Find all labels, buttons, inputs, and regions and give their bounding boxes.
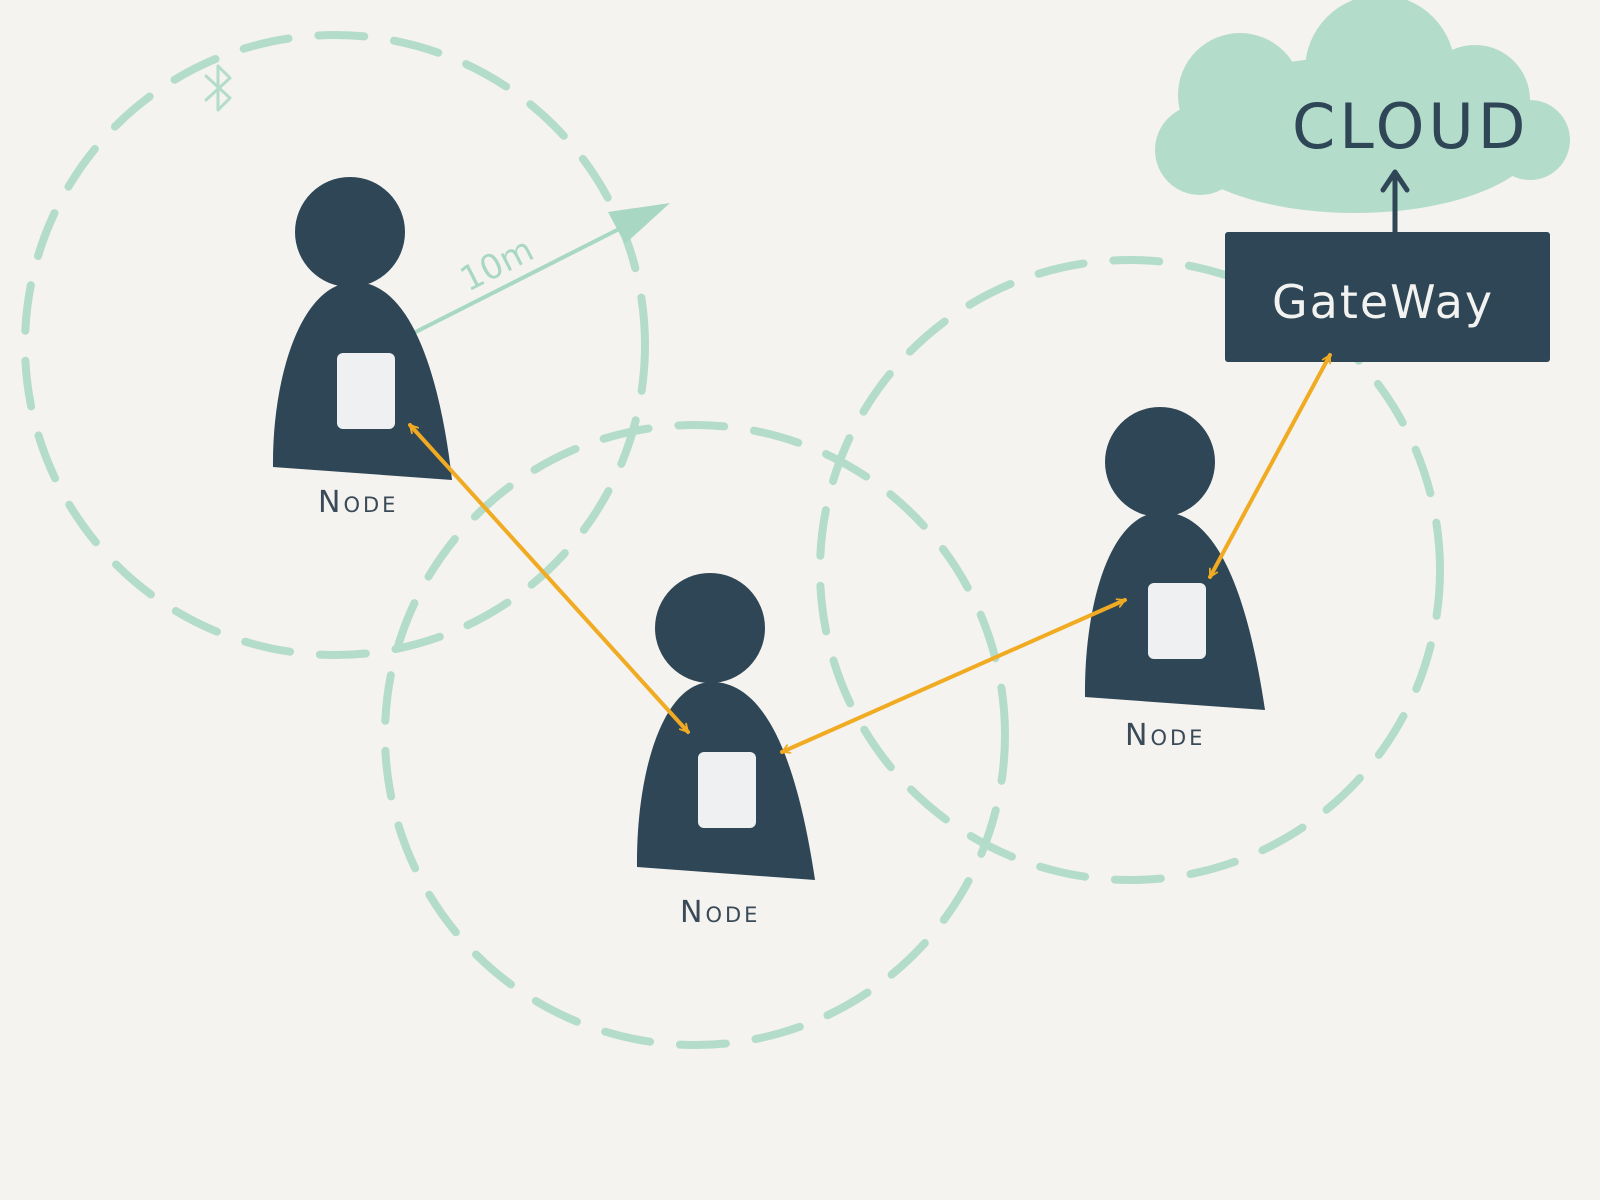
node-device <box>1148 583 1206 659</box>
cloud-shape <box>1155 0 1570 213</box>
node-label-2: Node <box>680 895 760 930</box>
node-device <box>337 353 395 429</box>
range-circle-node-3 <box>816 256 1444 884</box>
node-device <box>698 752 756 828</box>
link-node3-gateway <box>1208 353 1332 579</box>
node-head <box>295 177 405 287</box>
cloud-label: CLOUD <box>1292 90 1530 163</box>
range-circle-node-1 <box>21 31 649 659</box>
bluetooth-icon <box>204 64 232 112</box>
node-person-1 <box>272 177 452 480</box>
link-node2-node3 <box>780 598 1127 754</box>
node-head <box>655 573 765 683</box>
gateway-cloud-arrow <box>1380 169 1410 238</box>
gateway-label: GateWay <box>1272 275 1494 329</box>
node-head <box>1105 407 1215 517</box>
node-label-3: Node <box>1125 718 1205 753</box>
gateway-box <box>1225 232 1550 362</box>
node-person-3 <box>1084 407 1265 710</box>
node-person-2 <box>636 573 815 880</box>
node-label-1: Node <box>318 485 398 520</box>
mesh-links <box>408 353 1332 754</box>
link-node1-node2 <box>408 423 690 734</box>
range-arrow <box>378 203 670 352</box>
